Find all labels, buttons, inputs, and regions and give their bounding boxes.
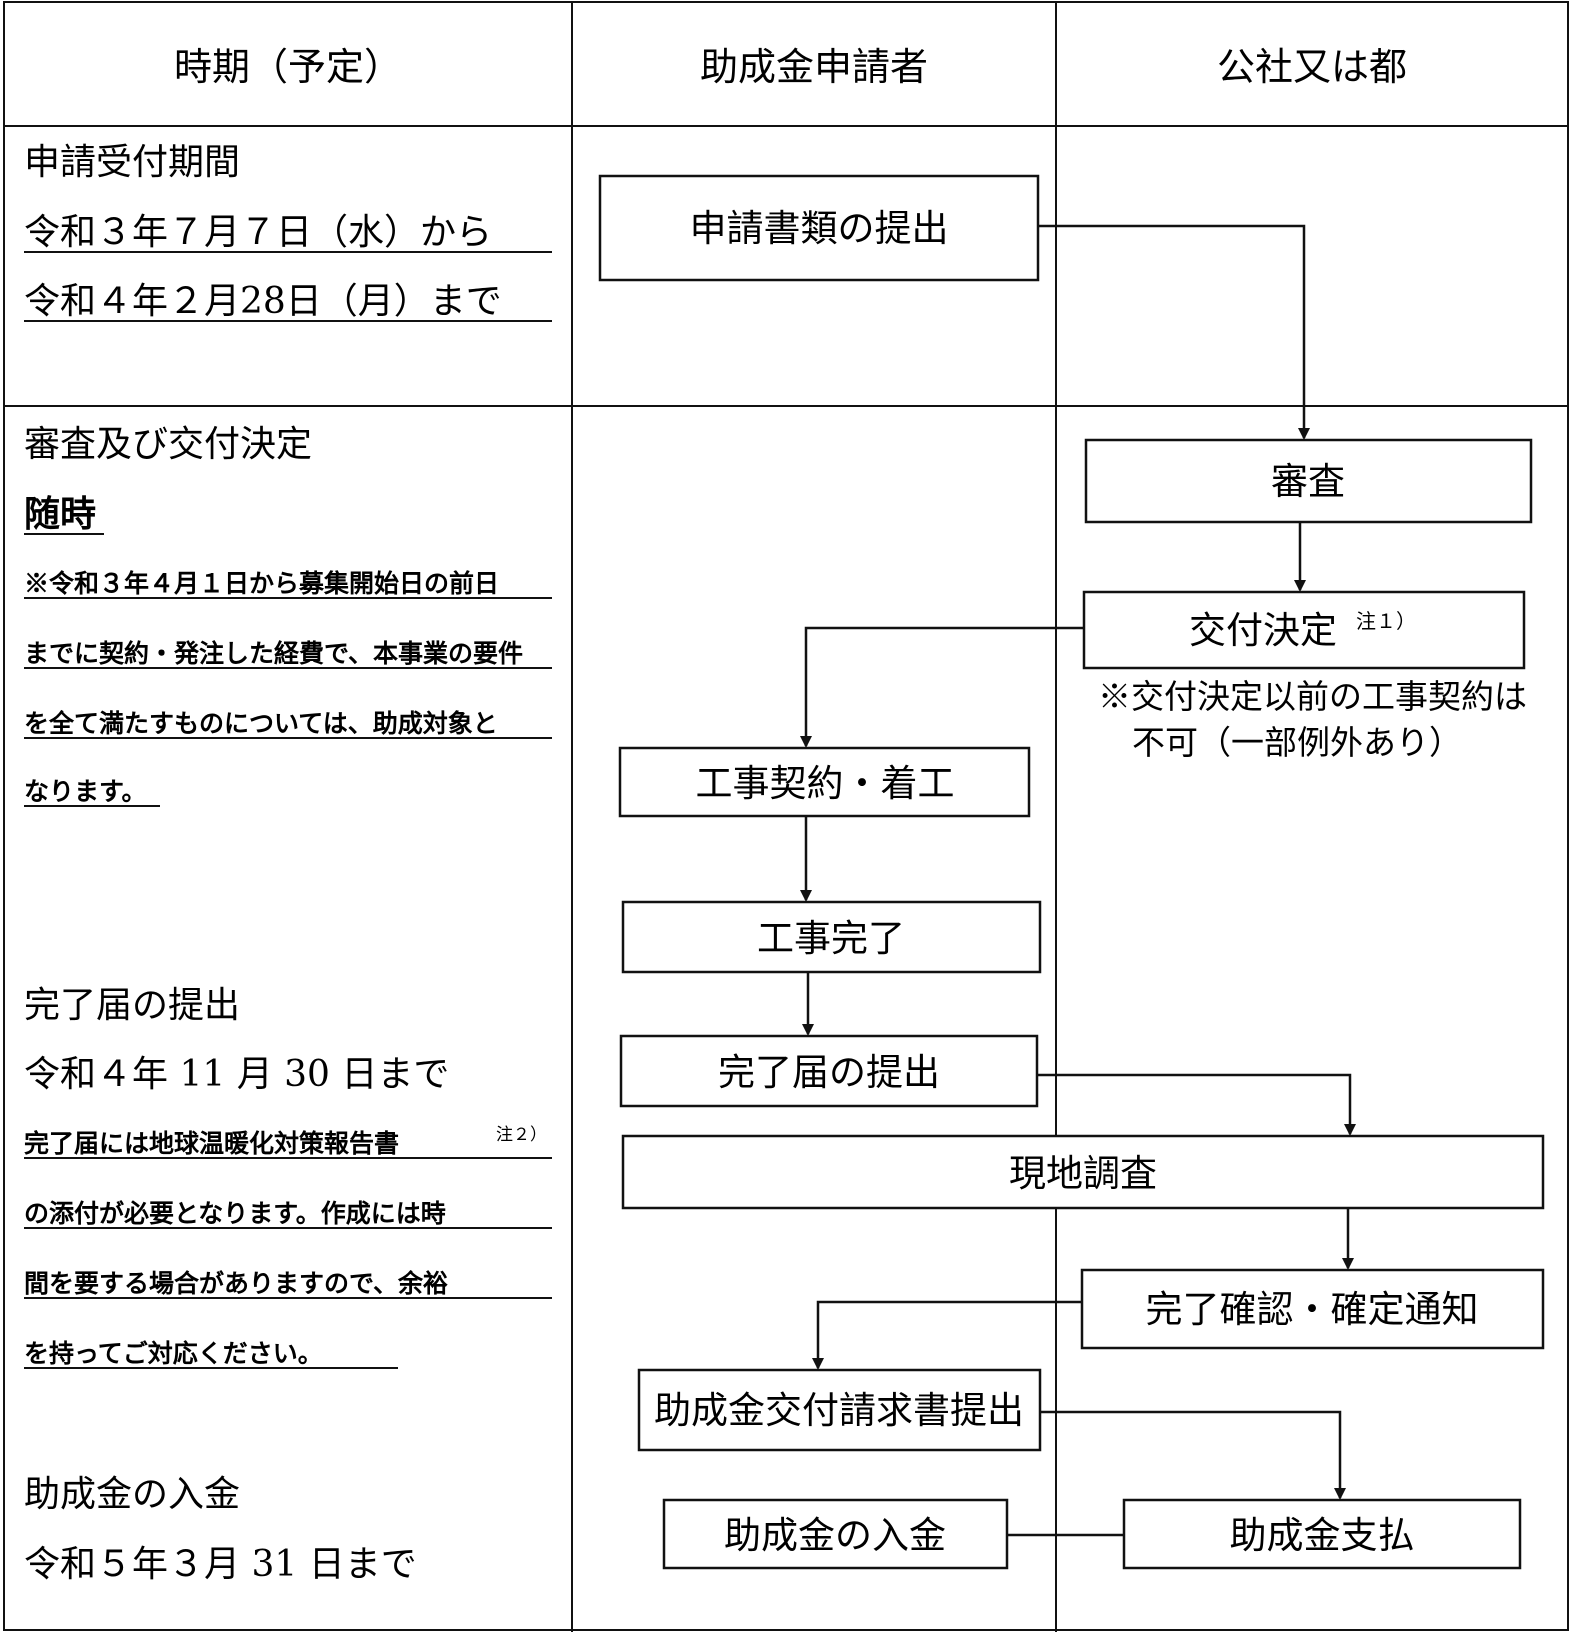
contract-start-label: 工事契約・着工 [696,762,955,805]
grant-decision-note-line-2: 不可（一部例外あり） [1132,723,1462,762]
flow-boxes [598,174,1545,1570]
arrow-request-to-payment [1040,1410,1346,1500]
review-note-line-2: までに契約・発注した経費で、本事業の要件 [24,639,523,668]
review-timing: 随時 [24,493,96,535]
period-column: 申請受付期間 令和３年７月７日（水）から 令和４年２月28日（月）まで 審査及び… [24,142,552,1585]
payment-request-box [637,1368,1042,1452]
payment-deadline: 令和５年３月 31 日まで [24,1544,417,1585]
submit-completion-report-label: 完了届の提出 [718,1051,940,1094]
site-inspection-label: 現地調査 [1009,1152,1157,1195]
completion-note-superscript: 注２） [496,1125,547,1145]
completion-note-line-3: 間を要する場合がありますので、余裕 [24,1269,448,1298]
review-label: 審査 [1271,460,1345,503]
application-end: 令和４年２月28日（月）まで [24,281,502,322]
completion-confirmation-label: 完了確認・確定通知 [1146,1288,1479,1331]
application-start: 令和３年７月７日（水）から [24,212,492,253]
application-period-title: 申請受付期間 [24,142,240,183]
review-note-line-3: を全て満たすものについては、助成対象と [24,709,498,738]
grant-receipt-box [662,1498,1009,1570]
review-note-line-1: ※令和３年４月１日から募集開始日の前日 [24,569,499,598]
table-header: 時期（予定） 助成金申請者 公社又は都 [174,45,1407,89]
contract-start-box [618,746,1031,818]
flow-labels: 申請書類の提出 審査 交付決定 注１） 工事契約・着工 工事完了 完了届の提出 … [654,207,1527,1557]
review-note-line-4: なります。 [24,777,147,806]
completion-note-line-1: 完了届には地球温暖化対策報告書 [24,1129,399,1158]
completion-title: 完了届の提出 [24,985,240,1026]
payment-title: 助成金の入金 [24,1474,240,1515]
submit-completion-report-box [619,1034,1039,1108]
flow-connectors [800,224,1356,1537]
site-inspection-box [621,1134,1545,1210]
grant-payment-box [1122,1498,1522,1570]
construction-complete-label: 工事完了 [757,917,905,960]
grant-receipt-label: 助成金の入金 [724,1514,946,1557]
review-box [1084,438,1533,524]
grant-decision-note-line-1: ※交付決定以前の工事契約は [1098,677,1527,716]
arrow-report-to-inspection [1037,1073,1356,1136]
grant-decision-label: 交付決定 [1189,609,1337,652]
arrow-confirmation-to-request [812,1300,1082,1370]
arrow-submit-to-review [1038,224,1310,440]
grant-decision-box [1082,590,1526,670]
payment-request-label: 助成金交付請求書提出 [654,1389,1024,1432]
table-grid [3,1,1569,1632]
completion-confirmation-box [1080,1268,1545,1350]
grant-decision-superscript: 注１） [1356,609,1416,633]
construction-complete-box [621,900,1042,974]
review-title: 審査及び交付決定 [24,424,312,465]
completion-note-line-2: の添付が必要となります。作成には時 [24,1199,446,1228]
header-agency: 公社又は都 [1217,45,1407,89]
completion-deadline: 令和４年 11 月 30 日まで [24,1054,449,1095]
completion-note-line-4: を持ってご対応ください。 [24,1339,323,1368]
arrow-decision-to-contract [800,626,1084,748]
header-applicant: 助成金申請者 [700,45,928,89]
submit-documents-box [598,174,1040,282]
grant-payment-label: 助成金支払 [1230,1514,1415,1557]
submit-documents-label: 申請書類の提出 [690,207,949,250]
header-period: 時期（予定） [174,45,402,89]
